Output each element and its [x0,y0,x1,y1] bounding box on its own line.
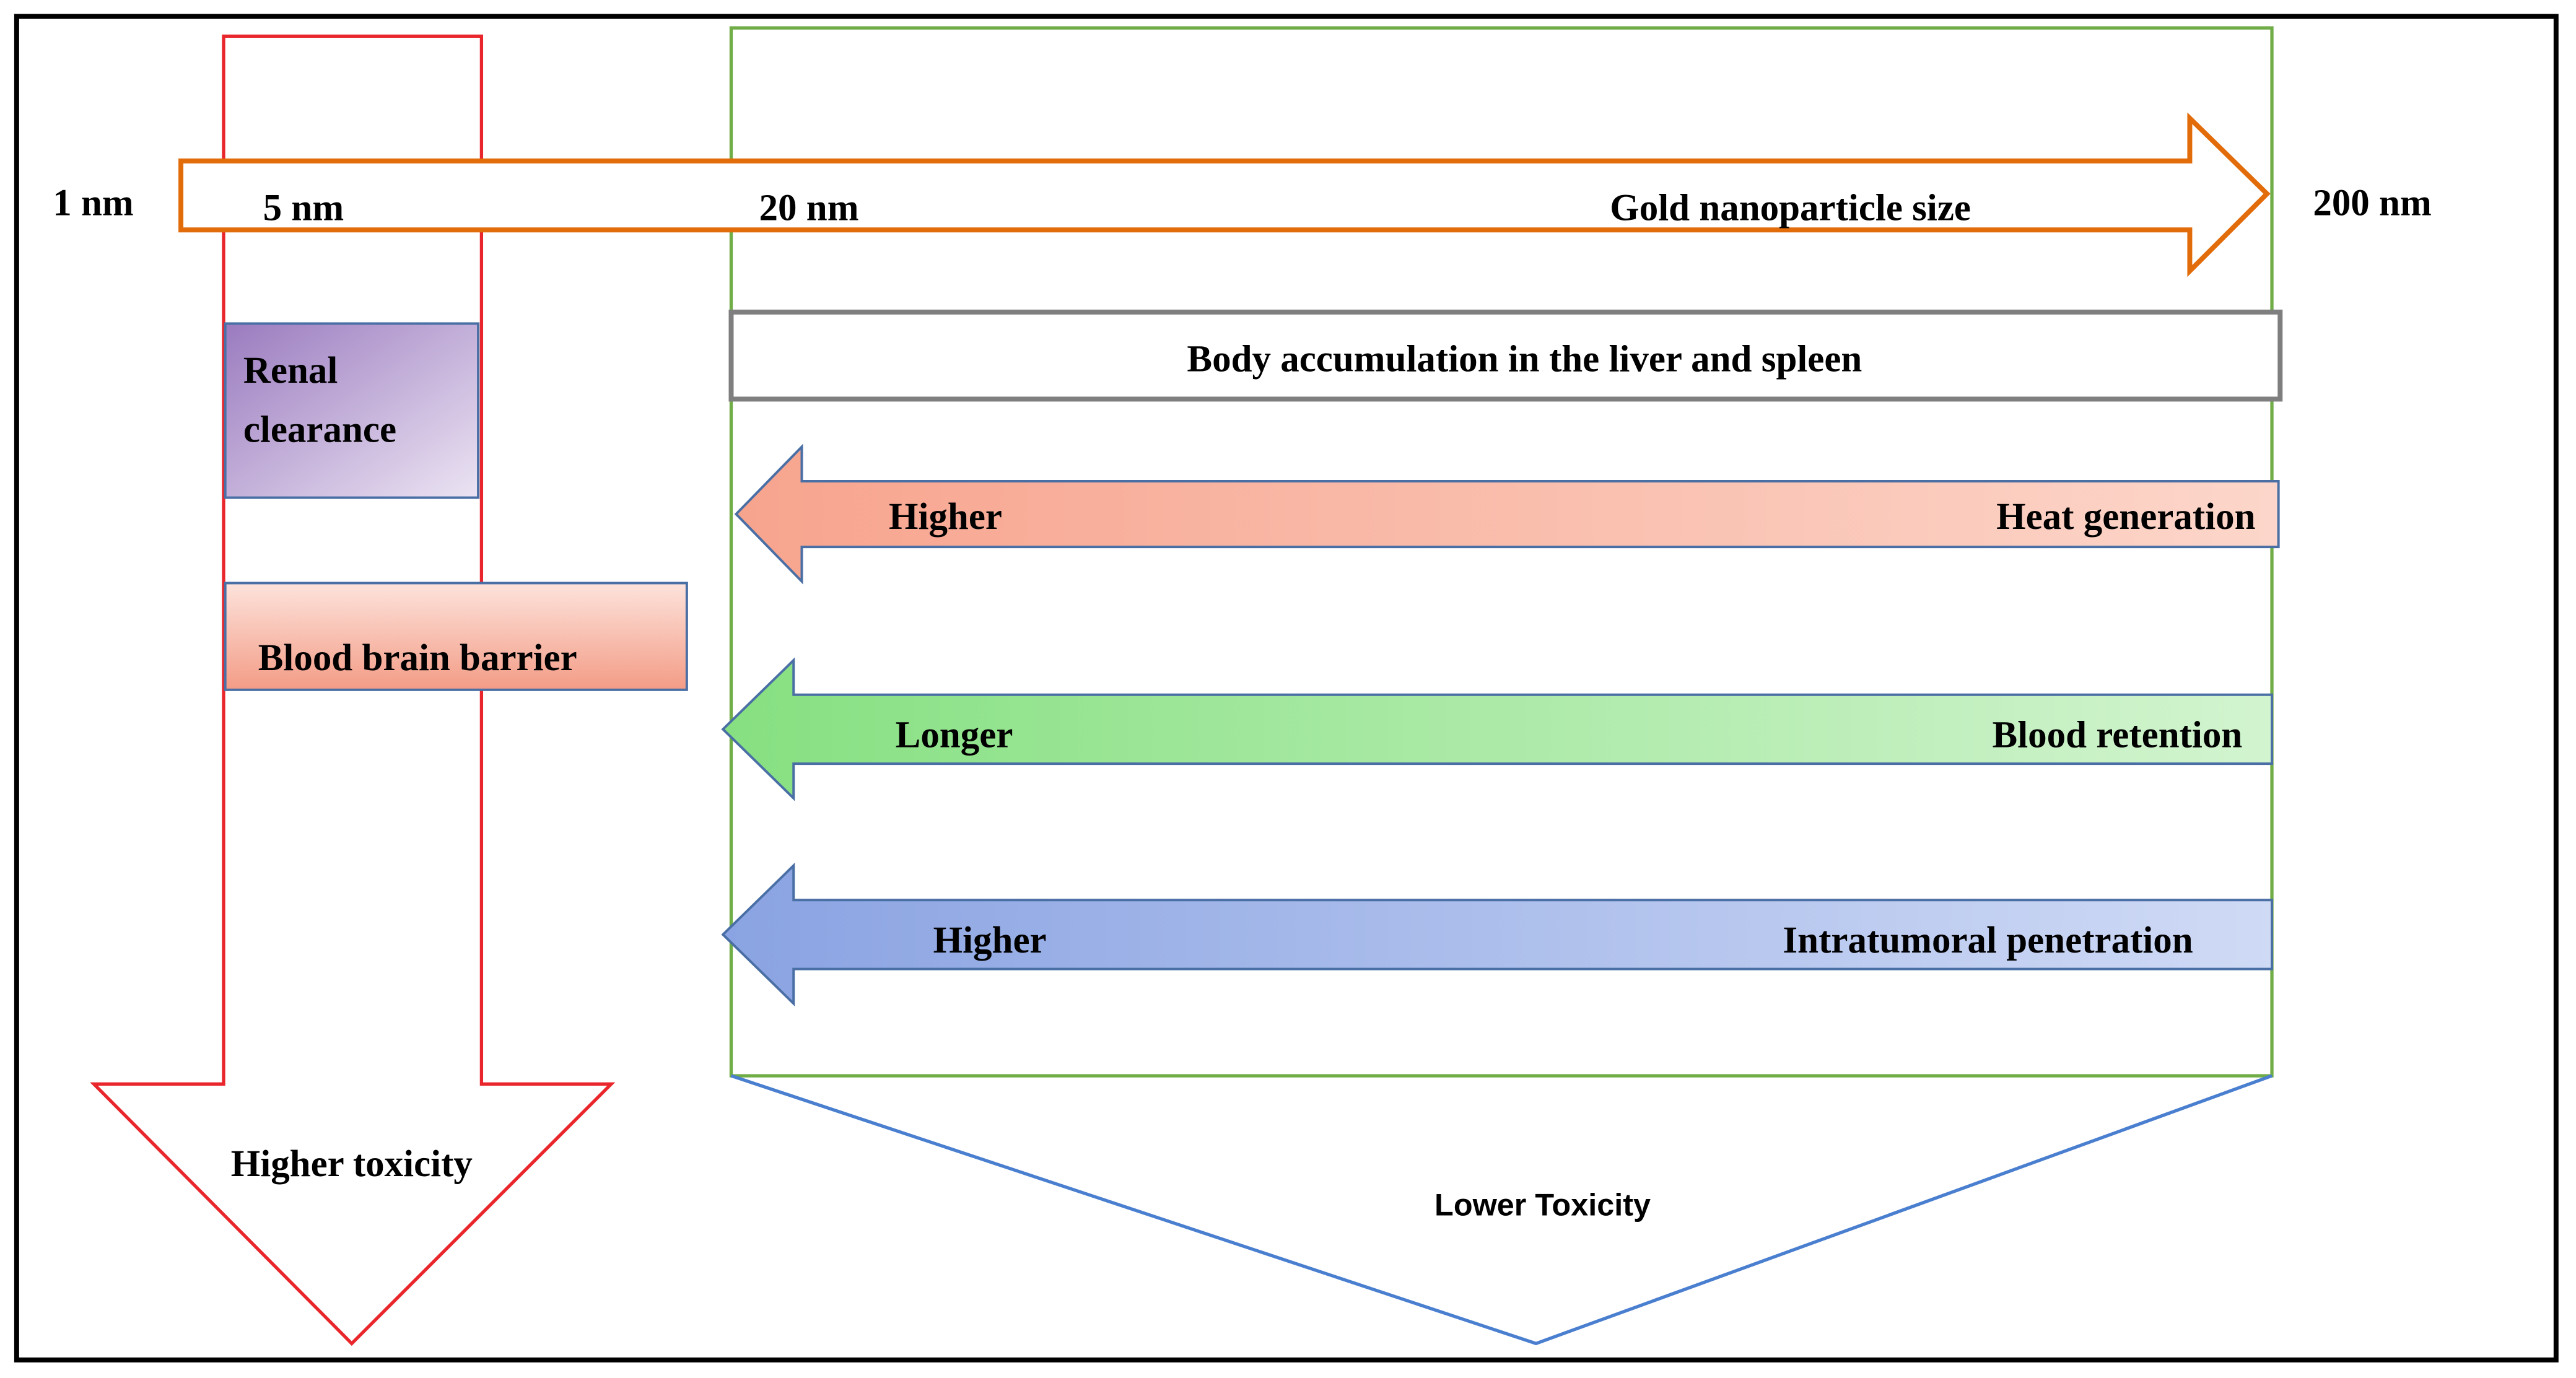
tick-20nm: 20 nm [759,187,859,229]
tick-200nm: 200 nm [2313,182,2431,224]
penetration-direction-label: Higher [933,920,1047,961]
tick-5nm: 5 nm [263,187,344,229]
size-axis-label: Gold nanoparticle size [1610,187,1971,229]
large-size-region [729,26,2274,1078]
accumulation-box [728,309,2283,402]
intratumoral-penetration-arrow [721,862,2274,1007]
retention-direction-label: Longer [896,715,1013,756]
renal-clearance-box [224,322,480,499]
accumulation-label: Body accumulation in the liver and splee… [1187,338,1862,380]
lower-toxicity-label: Lower Toxicity [1434,1187,1651,1222]
heat-property-label: Heat generation [1996,496,2255,538]
retention-property-label: Blood retention [1993,715,2243,756]
penetration-property-label: Intratumoral penetration [1783,920,2193,961]
size-axis-arrow [178,112,2271,277]
bbb-label: Blood brain barrier [258,637,577,679]
heat-generation-arrow [734,443,2280,585]
renal-label-line1: Renal [243,350,338,391]
blood-retention-arrow [721,657,2274,801]
renal-label-line2: clearance [243,409,396,450]
heat-direction-label: Higher [889,496,1002,538]
lower-toxicity-chevron [730,1074,2273,1346]
outer-border [14,14,2559,1363]
higher-toxicity-label: Higher toxicity [231,1143,473,1185]
bbb-box [224,582,688,691]
tick-1nm: 1 nm [53,182,133,224]
